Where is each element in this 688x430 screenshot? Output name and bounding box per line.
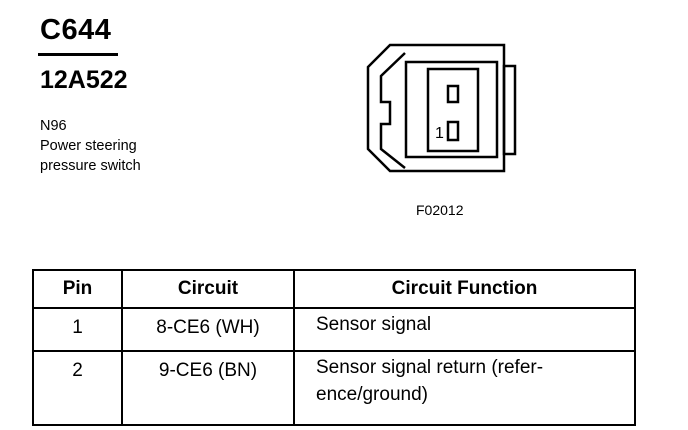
circuit-cell: 9-CE6 (BN) [121, 350, 295, 426]
function-line: Sensor signal [316, 314, 432, 335]
component-name-line-2: pressure switch [40, 158, 141, 174]
function-line: ence/ground) [316, 384, 428, 405]
header-circuit-function: Circuit Function [293, 269, 636, 309]
pin-1-cavity [446, 120, 460, 142]
pin-cell: 2 [32, 350, 123, 426]
table-header-row: Pin Circuit Circuit Function [32, 269, 636, 309]
connector-id: C644 [40, 14, 112, 46]
pin-cell: 1 [32, 307, 123, 352]
header-circuit: Circuit [121, 269, 295, 309]
component-code: N96 [40, 118, 67, 134]
terminal-block-outer [404, 60, 499, 159]
pinout-table: Pin Circuit Circuit Function 1 8-CE6 (WH… [32, 269, 636, 426]
table-row: 2 9-CE6 (BN) Sensor signal return (refer… [32, 350, 636, 426]
title-underline [38, 53, 118, 56]
pin-1-marker: 1 [435, 125, 444, 142]
header-pin: Pin [32, 269, 123, 309]
figure-code: F02012 [416, 202, 464, 218]
terminal-block-inner [426, 67, 480, 153]
component-name-line-1: Power steering [40, 138, 137, 154]
table-row: 1 8-CE6 (WH) Sensor signal [32, 307, 636, 352]
circuit-function-cell: Sensor signal [293, 307, 636, 352]
circuit-function-cell: Sensor signal return (refer- ence/ground… [293, 350, 636, 426]
housing-inner-chamfer [379, 52, 406, 169]
pin-2-cavity [446, 84, 460, 104]
circuit-cell: 8-CE6 (WH) [121, 307, 295, 352]
connector-latch [502, 64, 517, 156]
function-line: Sensor signal return (refer- [316, 357, 544, 378]
connector-face-diagram: 1 [366, 43, 517, 173]
connector-housing [366, 43, 506, 173]
part-number: 12A522 [40, 66, 128, 94]
